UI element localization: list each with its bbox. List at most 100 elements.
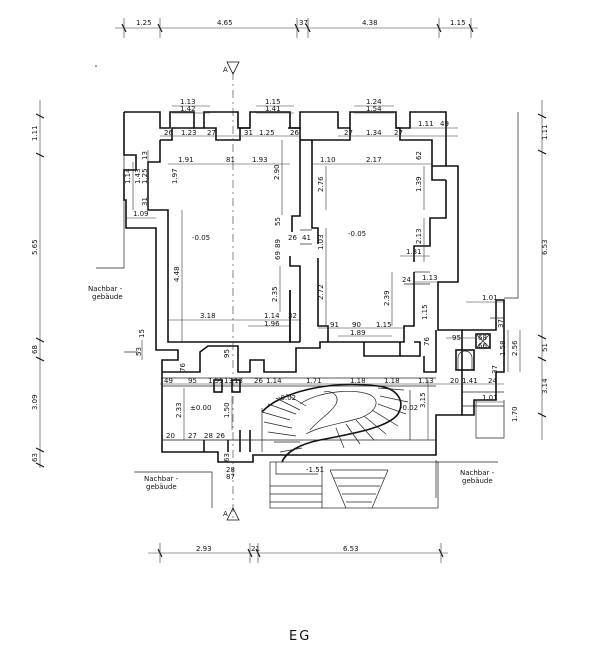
dim-j2: 1.50: [223, 402, 231, 418]
section-label-bottom: A: [223, 510, 228, 518]
dim-d2: 1.43: [134, 168, 142, 184]
dim-g7: 1.15: [376, 321, 392, 329]
dim-a4: 1.41: [265, 105, 281, 113]
dim-c3: 1.93: [252, 156, 268, 164]
dim-b6: 26: [290, 129, 299, 137]
dim-j5: 1.70: [511, 406, 519, 422]
level-left-room: -0.05: [192, 234, 210, 242]
dim-g4: 1.96: [264, 320, 280, 328]
dim-b3: 27: [207, 129, 216, 137]
dim-i5: 13: [234, 377, 243, 385]
dim-h10: 1.58: [499, 340, 507, 356]
dim-right-1: 1.11: [541, 124, 549, 140]
dimension-left: 1.11 5.65 68 3.09 63: [31, 100, 45, 468]
dimension-top: 1.25 4.65 37 4.38 1.15: [115, 18, 478, 38]
dim-top-1: 1.25: [136, 19, 152, 27]
dim-d1: 1.14: [124, 168, 132, 184]
dim-k8: 37: [491, 365, 499, 374]
neighbor-label-left-1: Nachbar -: [88, 285, 123, 293]
dim-h3: 76: [179, 363, 187, 372]
dim-f4: 24: [402, 276, 411, 284]
dim-e2: 89: [274, 239, 282, 248]
dim-i10: 1.18: [384, 377, 400, 385]
dim-e8: 1.31: [406, 248, 422, 256]
dim-h2: 53: [135, 347, 143, 356]
dim-g6: 90: [352, 321, 361, 329]
dim-right-2: 6.53: [541, 239, 549, 255]
dim-j4: 1.01: [482, 394, 498, 402]
dim-left-4: 3.09: [31, 394, 39, 410]
dim-c7: 2.76: [317, 176, 325, 192]
level-hall-right: -0.02: [400, 404, 418, 412]
level-right-room: -0.05: [348, 230, 366, 238]
dim-g11: 37: [497, 319, 505, 328]
dim-k5: 63: [223, 453, 231, 462]
dim-left-1: 1.11: [31, 125, 39, 141]
dim-bottom-1: 2.93: [196, 545, 212, 553]
dim-top-4: 4.38: [362, 19, 378, 27]
dimension-right: 1.11 6.53 51 3.14: [537, 100, 549, 440]
dim-a3: 1.15: [265, 98, 281, 106]
dim-d6: 31: [141, 197, 149, 206]
dim-e4: 26: [288, 234, 297, 242]
dim-right-4: 3.14: [541, 378, 549, 394]
dim-a2: 1.42: [180, 105, 196, 113]
dim-h7: 68: [478, 334, 487, 342]
neighbor-label-bottom-2: gebäude: [146, 483, 177, 491]
dim-i14: 24: [488, 377, 497, 385]
dim-f3: 1.13: [422, 274, 438, 282]
dim-c8: 1.39: [415, 176, 423, 192]
dim-i12: 20: [450, 377, 459, 385]
dim-top-2: 4.65: [217, 19, 233, 27]
dim-i7: 1.14: [266, 377, 282, 385]
dim-i6: 26: [254, 377, 263, 385]
spiral-staircase: [261, 383, 439, 509]
dim-f5: 2.35: [271, 286, 279, 302]
dim-i11: 1.13: [418, 377, 434, 385]
dim-right-3: 51: [541, 343, 549, 352]
dim-c1: 1.91: [178, 156, 194, 164]
dimension-bottom: 2.93 21 6.53: [148, 543, 448, 563]
dim-g8: 1.89: [350, 329, 366, 337]
dim-c2: 81: [226, 156, 235, 164]
dim-h5: 76: [423, 337, 431, 346]
dim-k7: 87: [226, 473, 235, 481]
dim-k6: 28: [226, 466, 235, 474]
dim-i1: 49: [164, 377, 173, 385]
dim-b11: 49: [440, 120, 449, 128]
level-hall-mid: -0.02: [278, 394, 296, 402]
building-walls: [123, 111, 505, 463]
level-exterior: -1.51: [306, 466, 324, 474]
dim-b7: 27: [344, 129, 353, 137]
dim-top-5: 1.15: [450, 19, 466, 27]
dim-g10: 1.01: [482, 294, 498, 302]
dim-d4: 13: [141, 151, 149, 160]
dim-e9: 4.48: [173, 266, 181, 282]
dim-a6: 1.54: [366, 105, 382, 113]
dim-e7: 2.13: [415, 228, 423, 244]
dim-h9: 2.56: [511, 340, 519, 356]
dim-e1: 55: [274, 217, 282, 226]
dim-a5: 1.24: [366, 98, 382, 106]
dim-b9: 27: [394, 129, 403, 137]
dim-i2: 95: [188, 377, 197, 385]
dim-f1: 2.72: [317, 284, 325, 300]
dim-g9: 1.15: [421, 304, 429, 320]
dim-b8: 1.34: [366, 129, 382, 137]
dim-left-3: 68: [31, 345, 39, 354]
dim-c6: 2.90: [273, 164, 281, 180]
dim-b4: 31: [244, 129, 253, 137]
level-markers: -0.05 -0.05 ±0.00 -0.02 -0.02 -1.51: [190, 230, 418, 474]
dim-j1: 2.33: [175, 402, 183, 418]
dim-b1: 26: [164, 129, 173, 137]
dim-b10: 1.11: [418, 120, 434, 128]
dim-e5: 41: [302, 234, 311, 242]
neighbor-label-right-2: gebäude: [462, 477, 493, 485]
dim-g3: 32: [288, 312, 297, 320]
dim-d5: 1.97: [171, 168, 179, 184]
inner-dimensions: 1.13 1.42 1.15 1.41 1.24 1.54 26 1.23 27…: [124, 98, 521, 481]
dim-left-5: 63: [31, 453, 39, 462]
dim-j3: 3.15: [419, 392, 427, 408]
dim-i9: 1.18: [350, 377, 366, 385]
